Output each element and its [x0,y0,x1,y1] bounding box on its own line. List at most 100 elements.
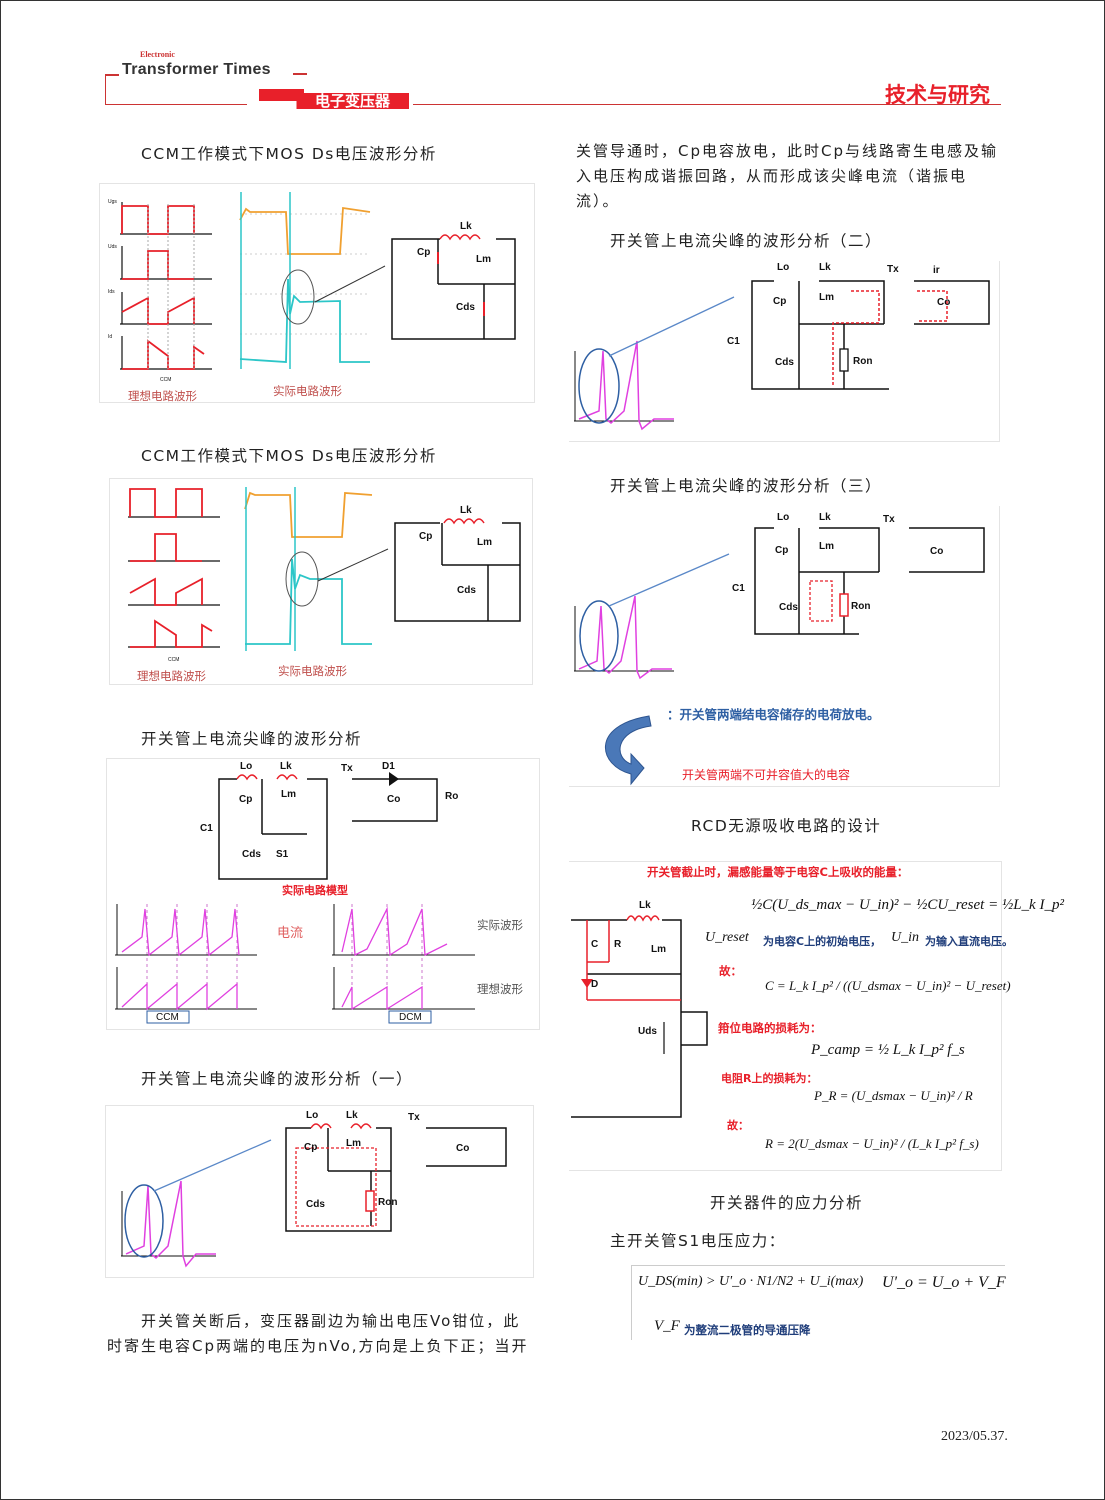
heading-current-spike-2: 开关管上电流尖峰的波形分析（二） [610,232,883,250]
label-lm: Lm [819,292,834,303]
waveform-diagram [120,192,516,370]
label-s1: S1 [276,849,289,860]
label-cds: Cds [306,1199,325,1210]
label-uds: Uds [638,1026,657,1037]
label-ideal-wave: 理想波形 [477,982,523,996]
label-ids: Ids [108,289,115,295]
equation-uo-prime: U'_o = U_o + V_F [882,1274,1006,1291]
label-co: Co [456,1143,470,1154]
waveform-diagram [128,487,521,651]
equation-pr: P_R = (U_dsmax − U_in)² / R [814,1088,973,1103]
label-real-wave: 实际波形 [477,918,523,932]
label-cp: Cp [773,296,787,307]
figure-ccm-waveform-2: Lk Lm Cp Cds CCM 理想电路波形 实际电路波形 [109,478,533,685]
paragraph-left: 开关管关断后，变压器副边为输出电压Vo钳位，此时寄生电容Cp两端的电压为nVo,… [107,1312,529,1355]
label-id: Id [108,334,113,340]
figure-current-spike-model: Lo Lk Tx D1 Cp Lm Co Ro C1 Cds S1 实际电路模型… [106,758,540,1030]
label-lk: Lk [280,761,292,772]
logo-line-left [105,74,119,76]
caption-real: 实际电路波形 [273,384,342,398]
label-ron: Ron [378,1197,398,1208]
equation-pcamp: P_camp = ½ L_k I_p² f_s [811,1042,965,1058]
label-d1: D1 [382,761,395,772]
label-lo: Lo [777,512,790,523]
heading-current-spike-3: 开关管上电流尖峰的波形分析（三） [610,477,883,495]
label-lo: Lo [777,262,790,273]
brand-cn: 电子变压器 [315,92,391,110]
logo-line-vertical [105,74,106,104]
label-co: Co [937,297,951,308]
label-model: 实际电路模型 [282,884,348,897]
desc-uin: 为输入直流电压。 [925,935,1013,948]
heading-current-spike-1: 开关管上电流尖峰的波形分析（一） [141,1070,414,1088]
label-cp: Cp [419,531,433,542]
figure-current-spike-1: Lo Lk Tx Cp Lm Co Cds Ron [105,1105,534,1278]
label-cds: Cds [779,602,798,613]
equation-c: C = L_k I_p² / ((U_dsmax − U_in)² − U_re… [765,978,1011,993]
section-title: 技术与研究 [885,83,990,107]
label-ron: Ron [851,601,871,612]
label-current: 电流 [277,926,304,941]
label-lm: Lm [651,944,666,955]
label-r-loss: 电阻R上的损耗为： [721,1072,818,1085]
label-ccm: CCM [160,377,172,383]
label-ro: Ro [445,791,459,802]
label-lk: Lk [819,262,831,273]
label-lk: Lk [346,1110,358,1121]
label-c1: C1 [732,583,745,594]
label-cp: Cp [304,1142,318,1153]
label-clamp-loss: 箝位电路的损耗为： [718,1021,822,1035]
symbol-vf: V_F [654,1318,680,1334]
label-cp: Cp [239,794,253,805]
label-c1: C1 [200,823,213,834]
page-number: 2023/05.37. [941,1429,1008,1444]
label-ccm: CCM [156,1012,179,1023]
label-so-2: 故： [727,1119,749,1132]
logo-line-right [293,73,307,75]
heading-s1-stress: 主开关管S1电压应力： [610,1232,786,1250]
label-cp: Cp [775,545,789,556]
label-tx: Tx [341,763,353,774]
label-c: C [591,939,599,950]
label-cds: Cds [457,585,476,596]
label-lo: Lo [306,1110,319,1121]
rcd-circuit [571,915,708,1118]
rcd-title: 开关管截止时，漏感能量等于电容C上吸收的能量： [647,865,909,879]
note-discharge: ：开关管两端结电容储存的电荷放电。 [667,707,880,722]
symbol-ureset: U_reset [705,930,749,945]
heading-stress: 开关器件的应力分析 [710,1194,864,1212]
caption-ideal: 理想电路波形 [137,669,206,683]
label-lk: Lk [819,512,831,523]
label-ron: Ron [853,356,873,367]
label-lm: Lm [346,1138,361,1149]
label-lk: Lk [460,505,472,516]
symbol-uin: U_in [891,930,919,945]
circuit-and-waveform [121,1123,507,1268]
figure-ccm-waveform-1: Ugs Uds Ids Id CCM Lk Lm Cp Cds 理想电路波形 实… [99,183,535,403]
label-dcm: DCM [399,1012,422,1023]
label-lk: Lk [460,221,472,232]
circuit-and-waveform [574,280,990,431]
paragraph-right: 关管导通时，Cp电容放电，此时Cp与线路寄生电感及输入电压构成谐振回路，从而形成… [576,142,998,210]
heading-ccm-1: CCM工作模式下MOS Ds电压波形分析 [141,145,437,163]
label-cds: Cds [242,849,261,860]
header-rule [413,104,1001,105]
logo-small-text: Electronic [140,50,175,59]
label-r: R [614,939,622,950]
label-ccm: CCM [168,657,180,663]
stress-formula-box: U_DS(min) > U'_o · N1/N2 + U_i(max) U'_o… [631,1265,1006,1340]
figure-current-spike-3: Lo Lk Tx Cp Lm Co C1 Cds Ron ：开关管两端结电容储存… [569,506,1000,787]
desc-ureset: 为电容C上的初始电压， [763,935,882,948]
heading-rcd: RCD无源吸收电路的设计 [691,817,882,835]
label-lm: Lm [281,789,296,800]
circuit-and-waveforms [115,772,475,1024]
label-uds: Uds [108,244,117,250]
label-lm: Lm [477,537,492,548]
logo-main-text: Transformer Times [122,61,271,78]
label-ugs: Ugs [108,199,117,205]
equation-energy: ½C(U_ds_max − U_in)² − ½CU_reset = ½L_k … [751,897,1064,913]
desc-vf: 为整流二极管的导通压降 [684,1323,811,1337]
equation-uds-min: U_DS(min) > U'_o · N1/N2 + U_i(max) [638,1274,864,1289]
label-tx: Tx [408,1112,420,1123]
